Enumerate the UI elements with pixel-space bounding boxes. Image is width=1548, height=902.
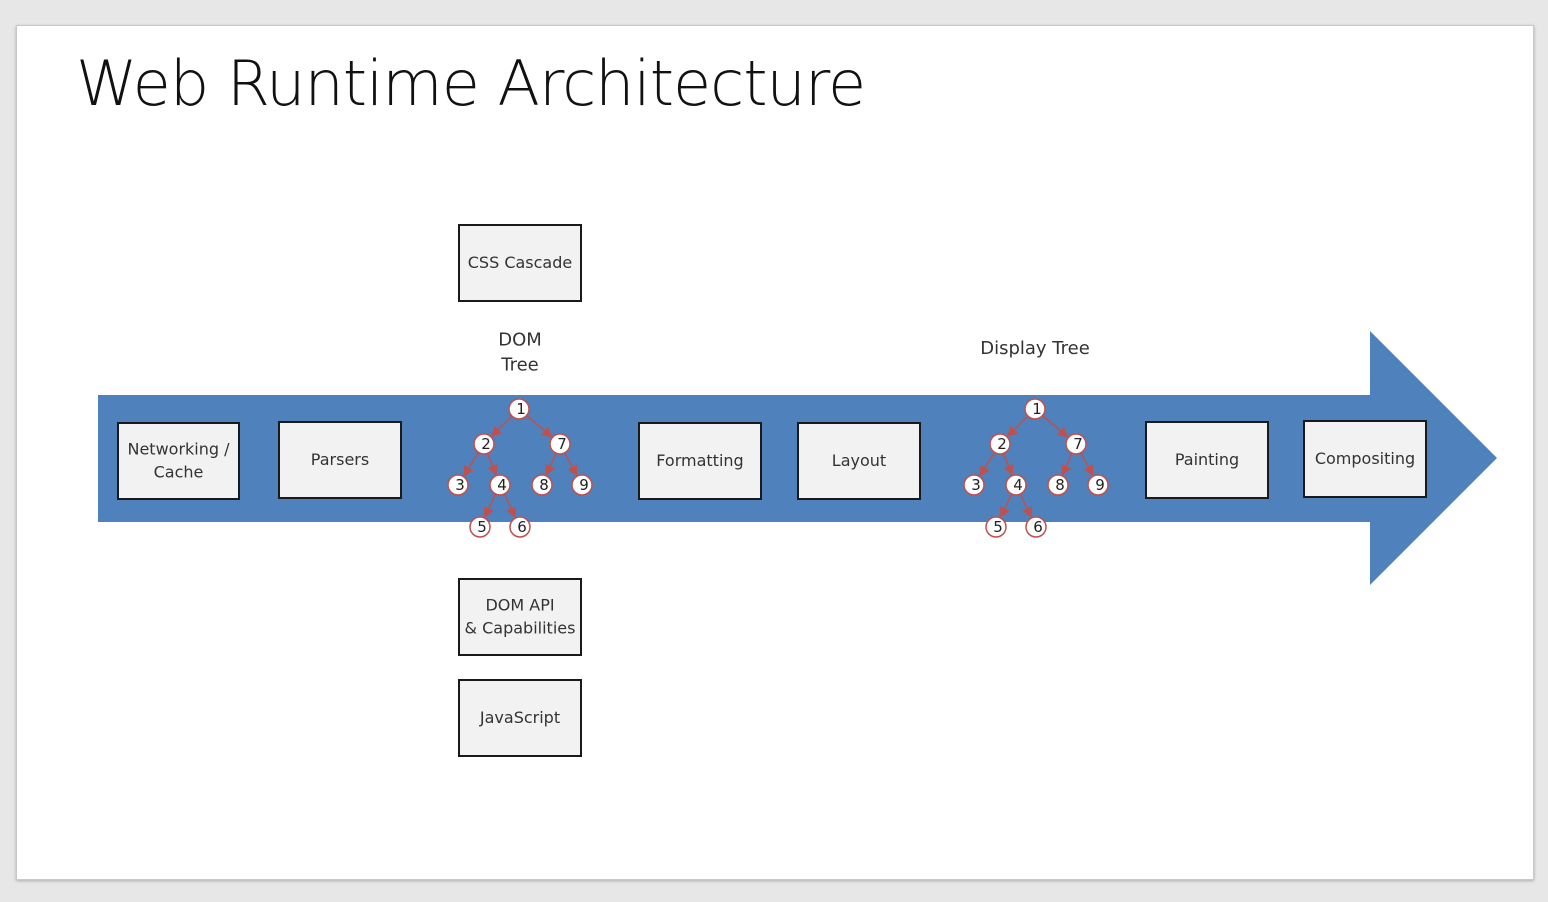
dom-api-box: DOM API& Capabilities <box>458 578 582 656</box>
dom-tree-node-label: 6 <box>517 518 527 536</box>
display-tree-node-label: 8 <box>1055 476 1065 494</box>
display-tree-node-label: 4 <box>1013 476 1023 494</box>
dom-tree-node-circle <box>473 433 495 455</box>
display-tree-node-label: 6 <box>1033 518 1043 536</box>
dom-tree-edge-7-8 <box>545 452 557 476</box>
css-cascade-label: CSS Cascade <box>468 253 572 272</box>
dom-tree-node-label: 4 <box>497 476 507 494</box>
display-tree-node-5: 5 <box>985 516 1007 538</box>
display-tree-node-label: 2 <box>997 435 1007 453</box>
display-tree-node-circle <box>1025 516 1047 538</box>
dom-tree-edge-4-6 <box>503 493 516 519</box>
display-tree-node-circle <box>1047 474 1069 496</box>
dom-tree-node-3: 3 <box>447 474 469 496</box>
display-tree-node-circle <box>963 474 985 496</box>
dom-tree-edge-7-9 <box>564 452 578 477</box>
dom-tree-node-4: 4 <box>489 474 511 496</box>
dom-tree-node-label: 8 <box>539 476 549 494</box>
slide-title: Web Runtime Architecture <box>76 47 866 120</box>
formatting-box: Formatting <box>638 422 762 500</box>
display-tree-node-1: 1 <box>1024 398 1046 420</box>
layout-box: Layout <box>797 422 921 500</box>
dom-tree-edge-4-5 <box>484 493 497 519</box>
dom-tree-node-circle <box>509 516 531 538</box>
display-tree-node-circle <box>1024 398 1046 420</box>
display-tree-node-6: 6 <box>1025 516 1047 538</box>
display-tree-edge-1-2 <box>1007 415 1029 437</box>
dom-api-label: DOM API& Capabilities <box>465 596 576 638</box>
dom-tree-node-label: 3 <box>455 476 465 494</box>
display-tree-node-3: 3 <box>963 474 985 496</box>
display-tree-node-circle <box>1087 474 1109 496</box>
dom-tree-node-6: 6 <box>509 516 531 538</box>
display-tree-caption: Display Tree <box>980 338 1090 359</box>
display-tree-node-label: 3 <box>971 476 981 494</box>
dom-tree-node-circle <box>469 516 491 538</box>
display-tree-node-circle <box>1005 474 1027 496</box>
networking-cache-label: Networking /Cache <box>127 440 230 482</box>
display-tree-node-9: 9 <box>1087 474 1109 496</box>
display-tree-node-label: 9 <box>1095 476 1105 494</box>
display-tree-node-7: 7 <box>1065 433 1087 455</box>
display-tree-edge-4-6 <box>1019 493 1032 519</box>
dom-tree-node-label: 2 <box>481 435 491 453</box>
dom-tree-node-circle <box>508 398 530 420</box>
dom-tree-node-5: 5 <box>469 516 491 538</box>
display-tree-node-4: 4 <box>1005 474 1027 496</box>
dom-tree-node-label: 9 <box>579 476 589 494</box>
dom-tree-node-8: 8 <box>531 474 553 496</box>
painting-label: Painting <box>1175 450 1239 469</box>
dom-tree-node-label: 1 <box>516 400 526 418</box>
display-tree-node-label: 5 <box>993 518 1003 536</box>
architecture-diagram: Networking /Cache Parsers Formatting Lay… <box>98 224 1497 757</box>
javascript-box: JavaScript <box>458 679 582 757</box>
display-tree-edge-7-9 <box>1080 452 1094 477</box>
dom-tree-edge-1-2 <box>491 415 513 437</box>
painting-box: Painting <box>1145 421 1269 499</box>
dom-tree-edge-1-7 <box>526 414 553 438</box>
parsers-box: Parsers <box>278 421 402 499</box>
dom-tree-node-label: 7 <box>557 435 567 453</box>
display-tree-node-circle <box>985 516 1007 538</box>
dom-tree-edge-2-4 <box>486 453 498 476</box>
display-tree-node-8: 8 <box>1047 474 1069 496</box>
formatting-label: Formatting <box>656 451 743 470</box>
display-tree-node-label: 1 <box>1032 400 1042 418</box>
parsers-label: Parsers <box>311 450 369 469</box>
slide: Web Runtime Architecture Networking /Cac… <box>16 25 1534 880</box>
dom-tree-node-1: 1 <box>508 398 530 420</box>
dom-tree-node-circle <box>549 433 571 455</box>
display-tree-node-label: 7 <box>1073 435 1083 453</box>
dom-tree-node-label: 5 <box>477 518 487 536</box>
layout-label: Layout <box>832 451 886 470</box>
dom-tree-node-9: 9 <box>571 474 593 496</box>
javascript-label: JavaScript <box>479 708 560 727</box>
dom-tree-edge-2-3 <box>463 452 480 477</box>
display-tree-edge-4-5 <box>1000 493 1013 519</box>
dom-tree: 1 2 3 4 5 6 7 8 9 <box>447 398 593 538</box>
display-tree-edge-2-3 <box>979 452 996 477</box>
networking-cache-box: Networking /Cache <box>117 422 240 500</box>
dom-tree-node-circle <box>531 474 553 496</box>
compositing-label: Compositing <box>1315 449 1415 468</box>
display-tree-node-2: 2 <box>989 433 1011 455</box>
compositing-box: Compositing <box>1303 420 1427 498</box>
dom-tree-node-circle <box>571 474 593 496</box>
display-tree-node-circle <box>1065 433 1087 455</box>
dom-tree-node-circle <box>489 474 511 496</box>
css-cascade-box: CSS Cascade <box>458 224 582 302</box>
display-tree-edge-2-4 <box>1002 453 1014 476</box>
display-tree-edge-7-8 <box>1061 452 1073 476</box>
display-tree-node-circle <box>989 433 1011 455</box>
dom-tree-node-7: 7 <box>549 433 571 455</box>
dom-tree-node-2: 2 <box>473 433 495 455</box>
display-tree: 1 2 3 4 5 6 7 8 9 <box>963 398 1109 538</box>
display-tree-edge-1-7 <box>1042 414 1069 438</box>
dom-tree-node-circle <box>447 474 469 496</box>
